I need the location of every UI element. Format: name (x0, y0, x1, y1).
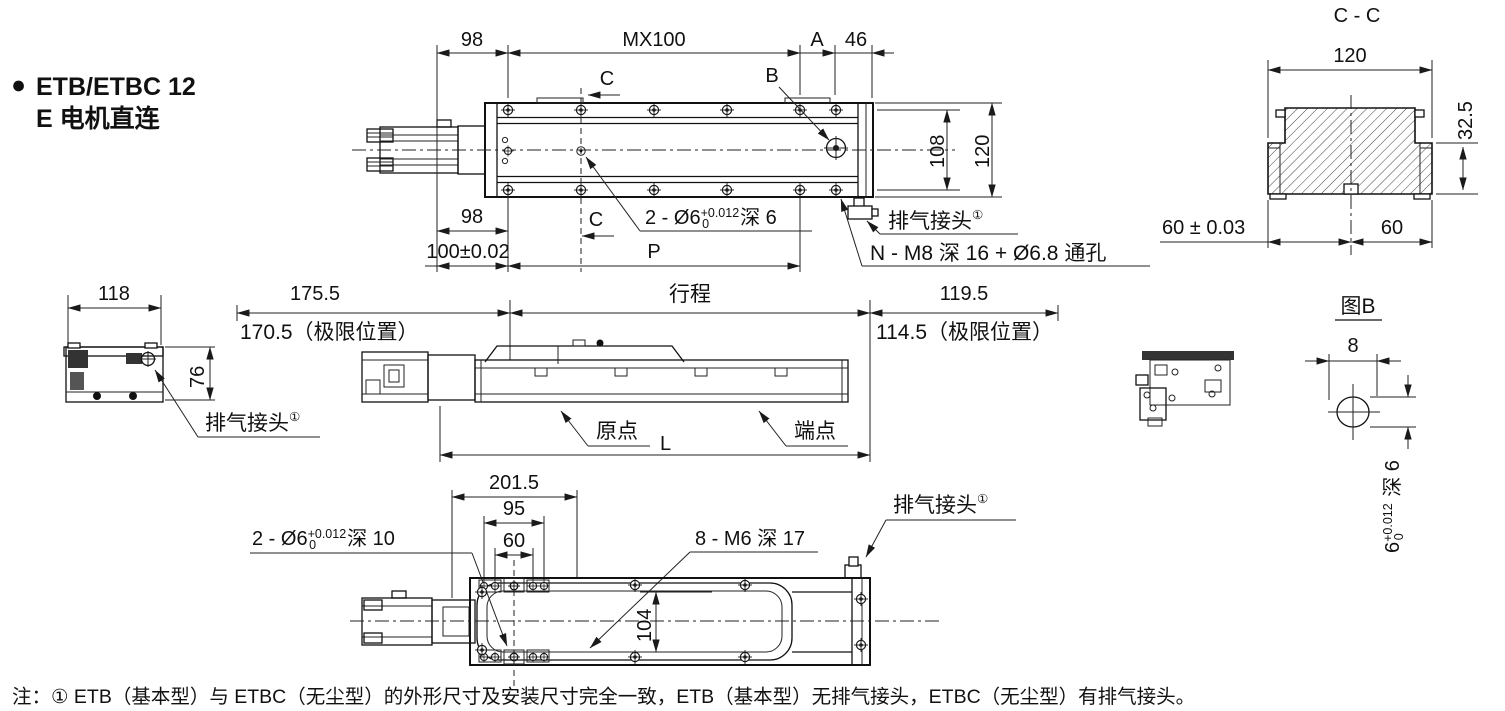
dim-76: 76 (187, 366, 209, 388)
dim-stroke: 行程 (669, 283, 711, 306)
dim-a: A (810, 29, 824, 51)
bottom-view-dimensions: 201.5 95 60 (451, 472, 578, 598)
detail-b: 图B 8 6+0.0120 深 6 (1135, 295, 1416, 553)
vent-fitting-end (126, 353, 142, 364)
dim-118: 118 (98, 283, 130, 305)
section-label-c-bottom: C (589, 209, 603, 231)
bottom-dimensions-topview: 98 100±0.02 P C (425, 197, 801, 272)
vent-label-bottom: 排气接头① (893, 492, 988, 517)
dim-120-cc: 120 (1333, 45, 1366, 67)
dim-8: 8 (1347, 335, 1358, 357)
detail-b-title: 图B (1340, 295, 1375, 318)
top-dimensions: 98 MX100 A 46 (436, 29, 894, 272)
motor-top (366, 119, 486, 175)
label-end: 端点 (794, 420, 836, 443)
limit-left: 170.5（极限位置） (240, 321, 419, 344)
dim-98-bottom: 98 (461, 206, 483, 228)
dim-60-tol: 60 ± 0.03 (1162, 217, 1245, 239)
title-block: ● ETB/ETBC 12 E 电机直连 (11, 71, 196, 133)
dim-104: 104 (634, 609, 656, 642)
mount-holes-bottom-row (500, 182, 844, 198)
stroke-dimensions: 175.5 170.5（极限位置） 行程 119.5 114.5（极限位置） (236, 283, 1059, 462)
vent-label-end: 排气接头① (205, 410, 300, 435)
section-cc: C - C 120 32.5 60 ± 0.03 60 (1160, 5, 1478, 255)
side-view: 175.5 170.5（极限位置） 行程 119.5 114.5（极限位置） (236, 283, 1059, 462)
page-title: ETB/ETBC 12 (36, 73, 196, 101)
vent-label-top: 排气接头① (888, 208, 983, 233)
dim-98-top: 98 (461, 29, 483, 51)
thread-note-bottom: 8 - M6 深 17 (695, 527, 805, 550)
vent-fitting-bottom (844, 556, 862, 579)
dim-201-5: 201.5 (489, 472, 539, 494)
motor-side (361, 351, 476, 403)
detail-label-b: B (765, 65, 778, 87)
body-outline-side (474, 359, 849, 403)
dim-120: 120 (972, 135, 994, 168)
section-cc-title: C - C (1334, 5, 1381, 27)
label-l: L (660, 433, 671, 455)
page-subtitle: E 电机直连 (36, 105, 161, 133)
cross-section-profile (1267, 107, 1433, 195)
rear-view (1135, 351, 1234, 427)
dim-60: 60 (503, 530, 525, 552)
hole-callout-detail-b: 6+0.0120 深 6 (1381, 460, 1406, 553)
dim-mx100: MX100 (622, 29, 685, 51)
pin-hole (576, 146, 586, 156)
limit-right: 114.5（极限位置） (876, 321, 1053, 344)
motor-bottom (361, 590, 476, 646)
thread-note-top: N - M8 深 16 + Ø6.8 通孔 (870, 242, 1106, 265)
height-dimensions: 108 120 (875, 102, 1002, 198)
dim-95: 95 (503, 498, 525, 520)
title-bullet: ● (11, 71, 26, 99)
slider-side (484, 339, 685, 364)
vent-fitting-top (847, 197, 879, 220)
footnote: 注：① ETB（基本型）与 ETBC（无尘型）的外形尺寸及安装尺寸完全一致，ET… (12, 686, 1195, 708)
dim-60-cc: 60 (1381, 217, 1403, 239)
dim-119-5: 119.5 (940, 283, 989, 305)
connector-block (68, 350, 88, 368)
dim-p: P (647, 241, 660, 263)
mount-holes-top-row (500, 102, 844, 118)
top-tab-left (536, 97, 584, 104)
dim-100: 100±0.02 (426, 241, 509, 263)
section-label-c-top: C (600, 68, 614, 90)
dim-175-5: 175.5 (290, 283, 340, 305)
dim-108: 108 (927, 135, 949, 168)
vent-hole-b (824, 136, 848, 160)
dim-46: 46 (845, 29, 867, 51)
label-origin: 原点 (596, 420, 638, 443)
top-view: 98 MX100 A 46 C B 108 120 排气接头① (352, 29, 1150, 272)
dim-32-5: 32.5 (1455, 101, 1477, 140)
end-view: 118 76 排气接头① (63, 283, 320, 438)
top-tab-right (784, 97, 831, 104)
